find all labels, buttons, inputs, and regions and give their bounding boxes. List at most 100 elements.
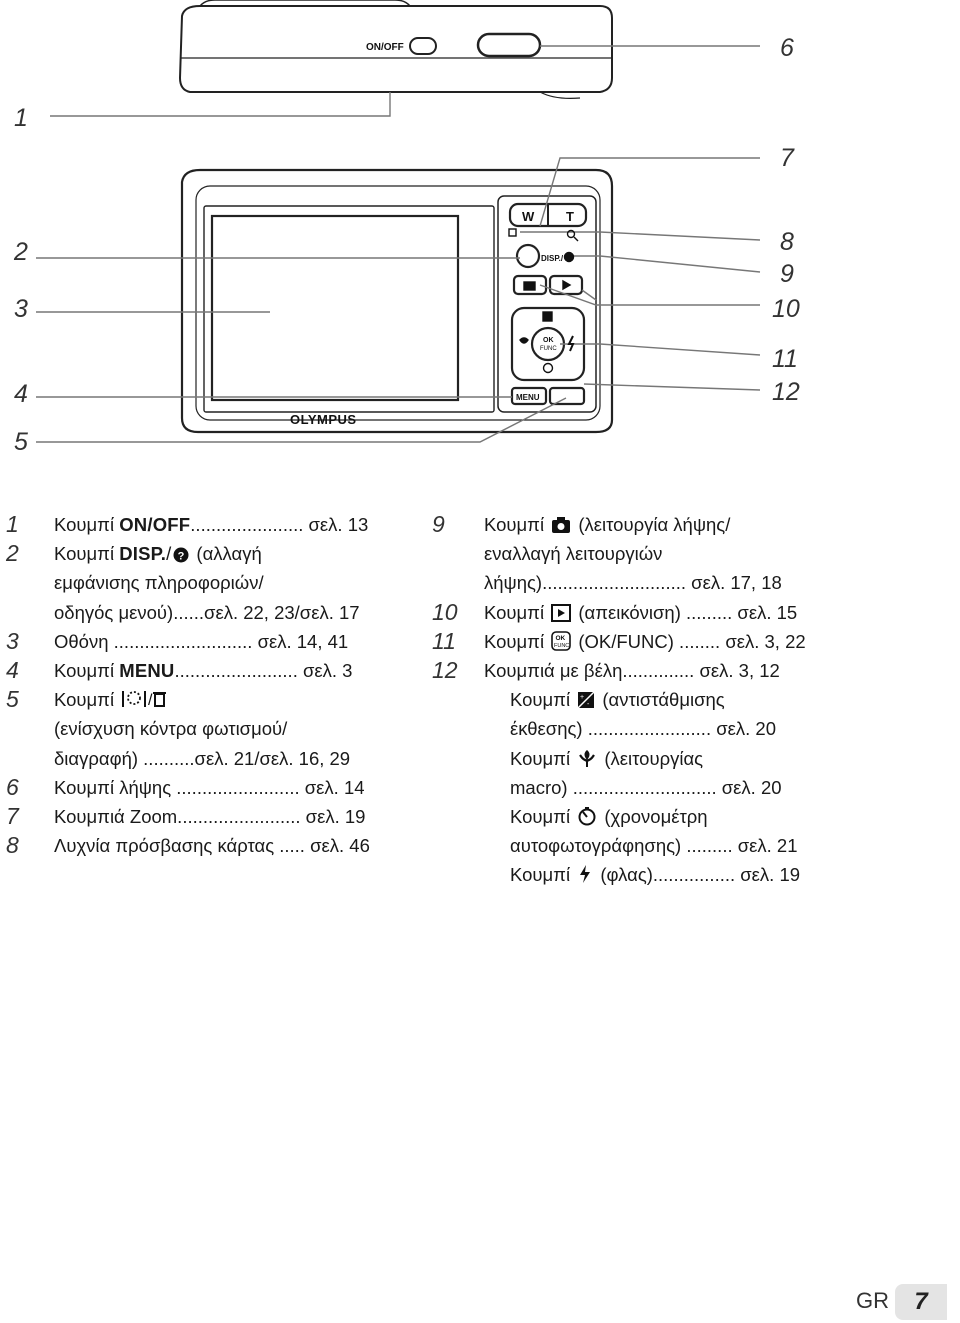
callout-12: 12 <box>772 378 800 406</box>
svg-text:W: W <box>522 209 535 224</box>
left-item-number: 4 <box>6 656 19 683</box>
right-legend-list: 9 Κουμπί (λειτουργία λήψης/εναλλαγή λειτο… <box>430 510 850 889</box>
left-row: 6 Κουμπί λήψης ........................ σ… <box>0 773 430 802</box>
right-item-number: 12 <box>432 656 458 683</box>
camera-diagram: ON/OFF OLYMPUS W T DISP./ MENU OK FUNC <box>36 0 761 443</box>
callout-7: 7 <box>780 144 794 172</box>
right-row: λήψης)............................ σελ. … <box>430 568 850 597</box>
self-timer-icon <box>578 806 596 826</box>
shutter-button-shape <box>476 32 542 58</box>
right-row: Κουμπί +- (αντιστάθμισης <box>430 685 850 714</box>
right-row: εναλλαγή λειτουργιών <box>430 539 850 568</box>
timer-icon-small <box>542 362 554 374</box>
left-item-text: Κουμπί λήψης ........................ σε… <box>54 776 365 798</box>
right-row: Κουμπί (χρονομέτρη <box>430 802 850 831</box>
right-item-text: λήψης)............................ σελ. … <box>484 572 782 594</box>
right-item-text: Κουμπιά με βέλη.............. σελ. 3, 12 <box>484 659 780 681</box>
right-item-number: 9 <box>432 511 445 537</box>
shadow-adjust-trash-icon: / <box>122 691 167 709</box>
onoff-label: ON/OFF <box>366 42 404 53</box>
right-item-text: Κουμπί (λειτουργίας <box>510 747 704 769</box>
svg-text:?: ? <box>178 551 185 563</box>
right-item-text: έκθεσης) ........................ σελ. 2… <box>510 718 777 740</box>
left-item-text: εμφάνισης πληροφοριών/ <box>54 572 264 594</box>
play-icon-small <box>562 279 572 291</box>
camera-top-outline <box>178 5 613 93</box>
camera-icon <box>552 517 571 533</box>
help-icon-small <box>563 251 575 263</box>
svg-text:+: + <box>580 694 584 701</box>
callout-6: 6 <box>780 34 794 62</box>
flash-icon <box>580 865 591 884</box>
zoom-search-icon <box>566 229 576 239</box>
left-item-number: 1 <box>6 511 19 537</box>
svg-text:OK: OK <box>556 635 566 642</box>
callout-9: 9 <box>780 260 794 288</box>
right-item-text: Κουμπί (λειτουργία λήψης/ <box>484 514 731 535</box>
keyword-label: ON/OFF <box>119 514 191 535</box>
svg-text:/: / <box>148 692 153 709</box>
right-item-number: 10 <box>432 598 458 625</box>
callout-11: 11 <box>772 345 798 373</box>
left-row: διαγραφή) ..........σελ. 21/σελ. 16, 29 <box>0 744 430 773</box>
exposure-compensation-icon: +- <box>577 691 595 709</box>
svg-text:OK: OK <box>543 337 554 344</box>
macro-icon <box>579 749 596 767</box>
camera-icon-small <box>523 281 536 291</box>
left-item-text: διαγραφή) ..........σελ. 21/σελ. 16, 29 <box>54 747 351 769</box>
left-item-number: 6 <box>6 773 19 800</box>
svg-text:FUNC: FUNC <box>554 643 569 649</box>
right-row: Κουμπί (λειτουργίας <box>430 744 850 773</box>
right-row: έκθεσης) ........................ σελ. 2… <box>430 714 850 743</box>
callout-1: 1 <box>14 104 28 132</box>
flash-icon-small <box>567 335 575 352</box>
callout-5: 5 <box>14 428 28 456</box>
svg-text:-: - <box>587 701 590 708</box>
right-row: 9 Κουμπί (λειτουργία λήψης/ <box>430 510 850 539</box>
keyword-label: DISP. <box>119 543 167 565</box>
left-item-text: Κουμπί ON/OFF...................... σελ.… <box>54 514 369 535</box>
language-label: GR <box>856 1288 889 1313</box>
right-row: macro) ............................ σελ.… <box>430 773 850 802</box>
lcd-screen <box>210 214 460 402</box>
right-item-text: αυτοφωτογράφησης) ......... σελ. 21 <box>510 835 798 857</box>
callout-10: 10 <box>772 295 800 323</box>
camera-back-outline <box>180 168 614 434</box>
right-row: 12 Κουμπιά με βέλη.............. σελ. 3, … <box>430 656 850 685</box>
callout-3: 3 <box>14 295 28 323</box>
left-item-text: Λυχνία πρόσβασης κάρτας ..... σελ. 46 <box>54 835 370 857</box>
right-item-text: macro) ............................ σελ.… <box>510 776 782 798</box>
left-item-text: (ενίσχυση κόντρα φωτισμού/ <box>54 718 288 740</box>
svg-text:DISP./: DISP./ <box>541 254 564 263</box>
right-item-text: Κουμπί (χρονομέτρη <box>510 805 708 827</box>
left-row: 1 Κουμπί ON/OFF...................... σελ… <box>0 510 430 539</box>
left-item-number: 2 <box>6 540 19 567</box>
callout-2: 2 <box>14 238 28 266</box>
exposure-icon-small <box>542 311 553 322</box>
help-icon: ? <box>173 547 189 563</box>
right-item-text: Κουμπί +- (αντιστάθμισης <box>510 689 725 711</box>
macro-icon-small <box>519 337 529 344</box>
left-row: οδηγός μενού)......σελ. 22, 23/σελ. 17 <box>0 598 430 627</box>
left-row: 5 Κουμπί / <box>0 685 430 714</box>
left-item-number: 5 <box>6 686 19 713</box>
callout-4: 4 <box>14 380 28 408</box>
brand-logo: OLYMPUS <box>290 412 357 427</box>
left-item-text: Κουμπί DISP./? (αλλαγή <box>54 543 262 565</box>
left-item-text: οδηγός μενού)......σελ. 22, 23/σελ. 17 <box>54 601 360 623</box>
right-item-text: εναλλαγή λειτουργιών <box>484 543 663 565</box>
svg-text:FUNC: FUNC <box>540 346 557 352</box>
left-item-text: Κουμπί / <box>54 685 169 714</box>
index-icon-small <box>508 228 517 237</box>
left-item-number: 7 <box>6 802 19 829</box>
right-item-text: Κουμπί (φλας)................ σελ. 19 <box>510 864 801 886</box>
page-number: 7 <box>895 1284 947 1320</box>
left-row: εμφάνισης πληροφοριών/ <box>0 568 430 597</box>
left-item-number: 8 <box>6 832 19 859</box>
